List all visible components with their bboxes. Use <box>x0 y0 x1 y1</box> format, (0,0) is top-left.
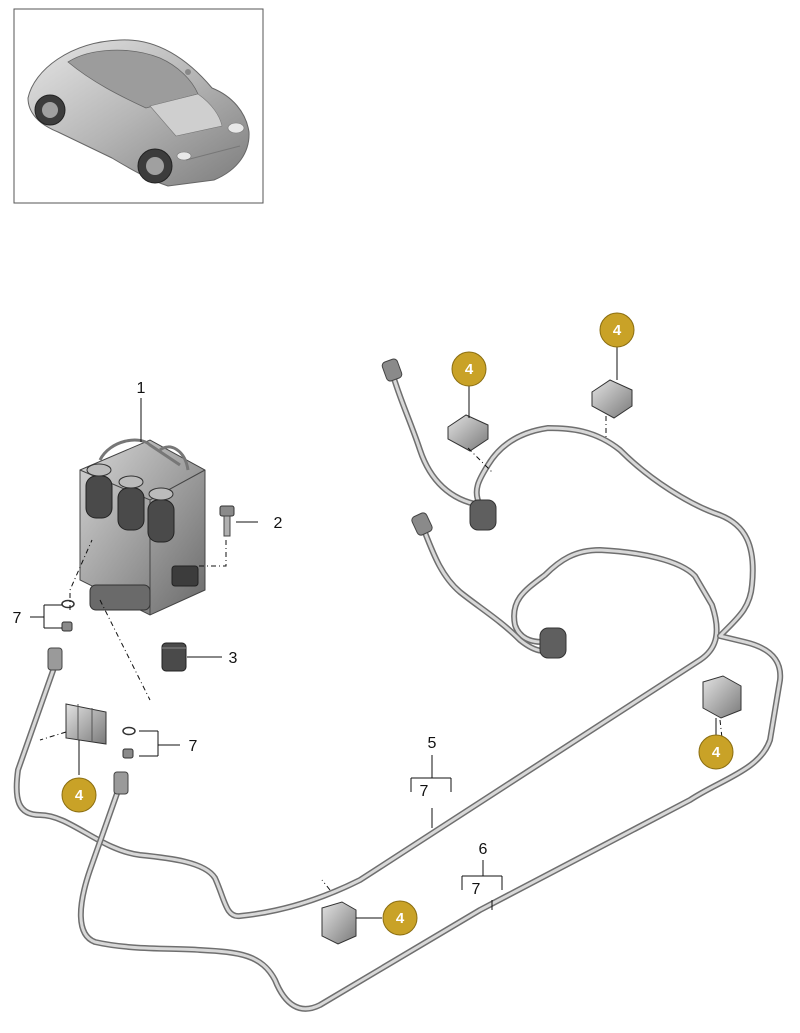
badge-4-bottom: 4 <box>382 900 418 936</box>
svg-text:4: 4 <box>712 744 721 761</box>
badge-4-top-right: 4 <box>599 312 635 348</box>
bolt-icon <box>219 505 235 537</box>
svg-text:7: 7 <box>13 610 22 627</box>
svg-text:1: 1 <box>137 380 146 397</box>
svg-text:2: 2 <box>274 515 283 532</box>
hose-fittings <box>47 358 567 795</box>
svg-text:7: 7 <box>189 738 198 755</box>
callout-6: 6 <box>479 841 488 858</box>
svg-text:7: 7 <box>472 881 481 898</box>
svg-text:4: 4 <box>396 910 405 927</box>
callout-1: 1 <box>137 380 146 397</box>
badge-4-top-left: 4 <box>451 351 487 387</box>
callout-7-pipe6: 7 <box>472 881 481 898</box>
callout-5: 5 <box>428 735 437 752</box>
assembly-lines <box>39 416 723 891</box>
svg-text:4: 4 <box>465 361 474 378</box>
callout-3: 3 <box>229 650 238 667</box>
badge-4-left: 4 <box>61 777 97 813</box>
svg-text:4: 4 <box>613 322 622 339</box>
callout-7-pipe5: 7 <box>420 783 429 800</box>
svg-text:6: 6 <box>479 841 488 858</box>
valve-block-icon <box>79 438 206 616</box>
callout-7-left: 7 <box>13 610 22 627</box>
pipes <box>13 369 784 1012</box>
callout-2: 2 <box>274 515 283 532</box>
cap-icon <box>161 642 187 672</box>
clip-icon <box>65 379 742 945</box>
svg-text:4: 4 <box>75 787 84 804</box>
callout-7-middle: 7 <box>189 738 198 755</box>
badge-4-right: 4 <box>698 734 734 770</box>
leader-lines <box>30 347 717 919</box>
svg-text:5: 5 <box>428 735 437 752</box>
svg-text:3: 3 <box>229 650 238 667</box>
car-thumbnail <box>13 8 264 204</box>
seal-ring-icon <box>61 599 136 759</box>
car-thumbnail-icon <box>27 39 250 187</box>
svg-text:7: 7 <box>420 783 429 800</box>
